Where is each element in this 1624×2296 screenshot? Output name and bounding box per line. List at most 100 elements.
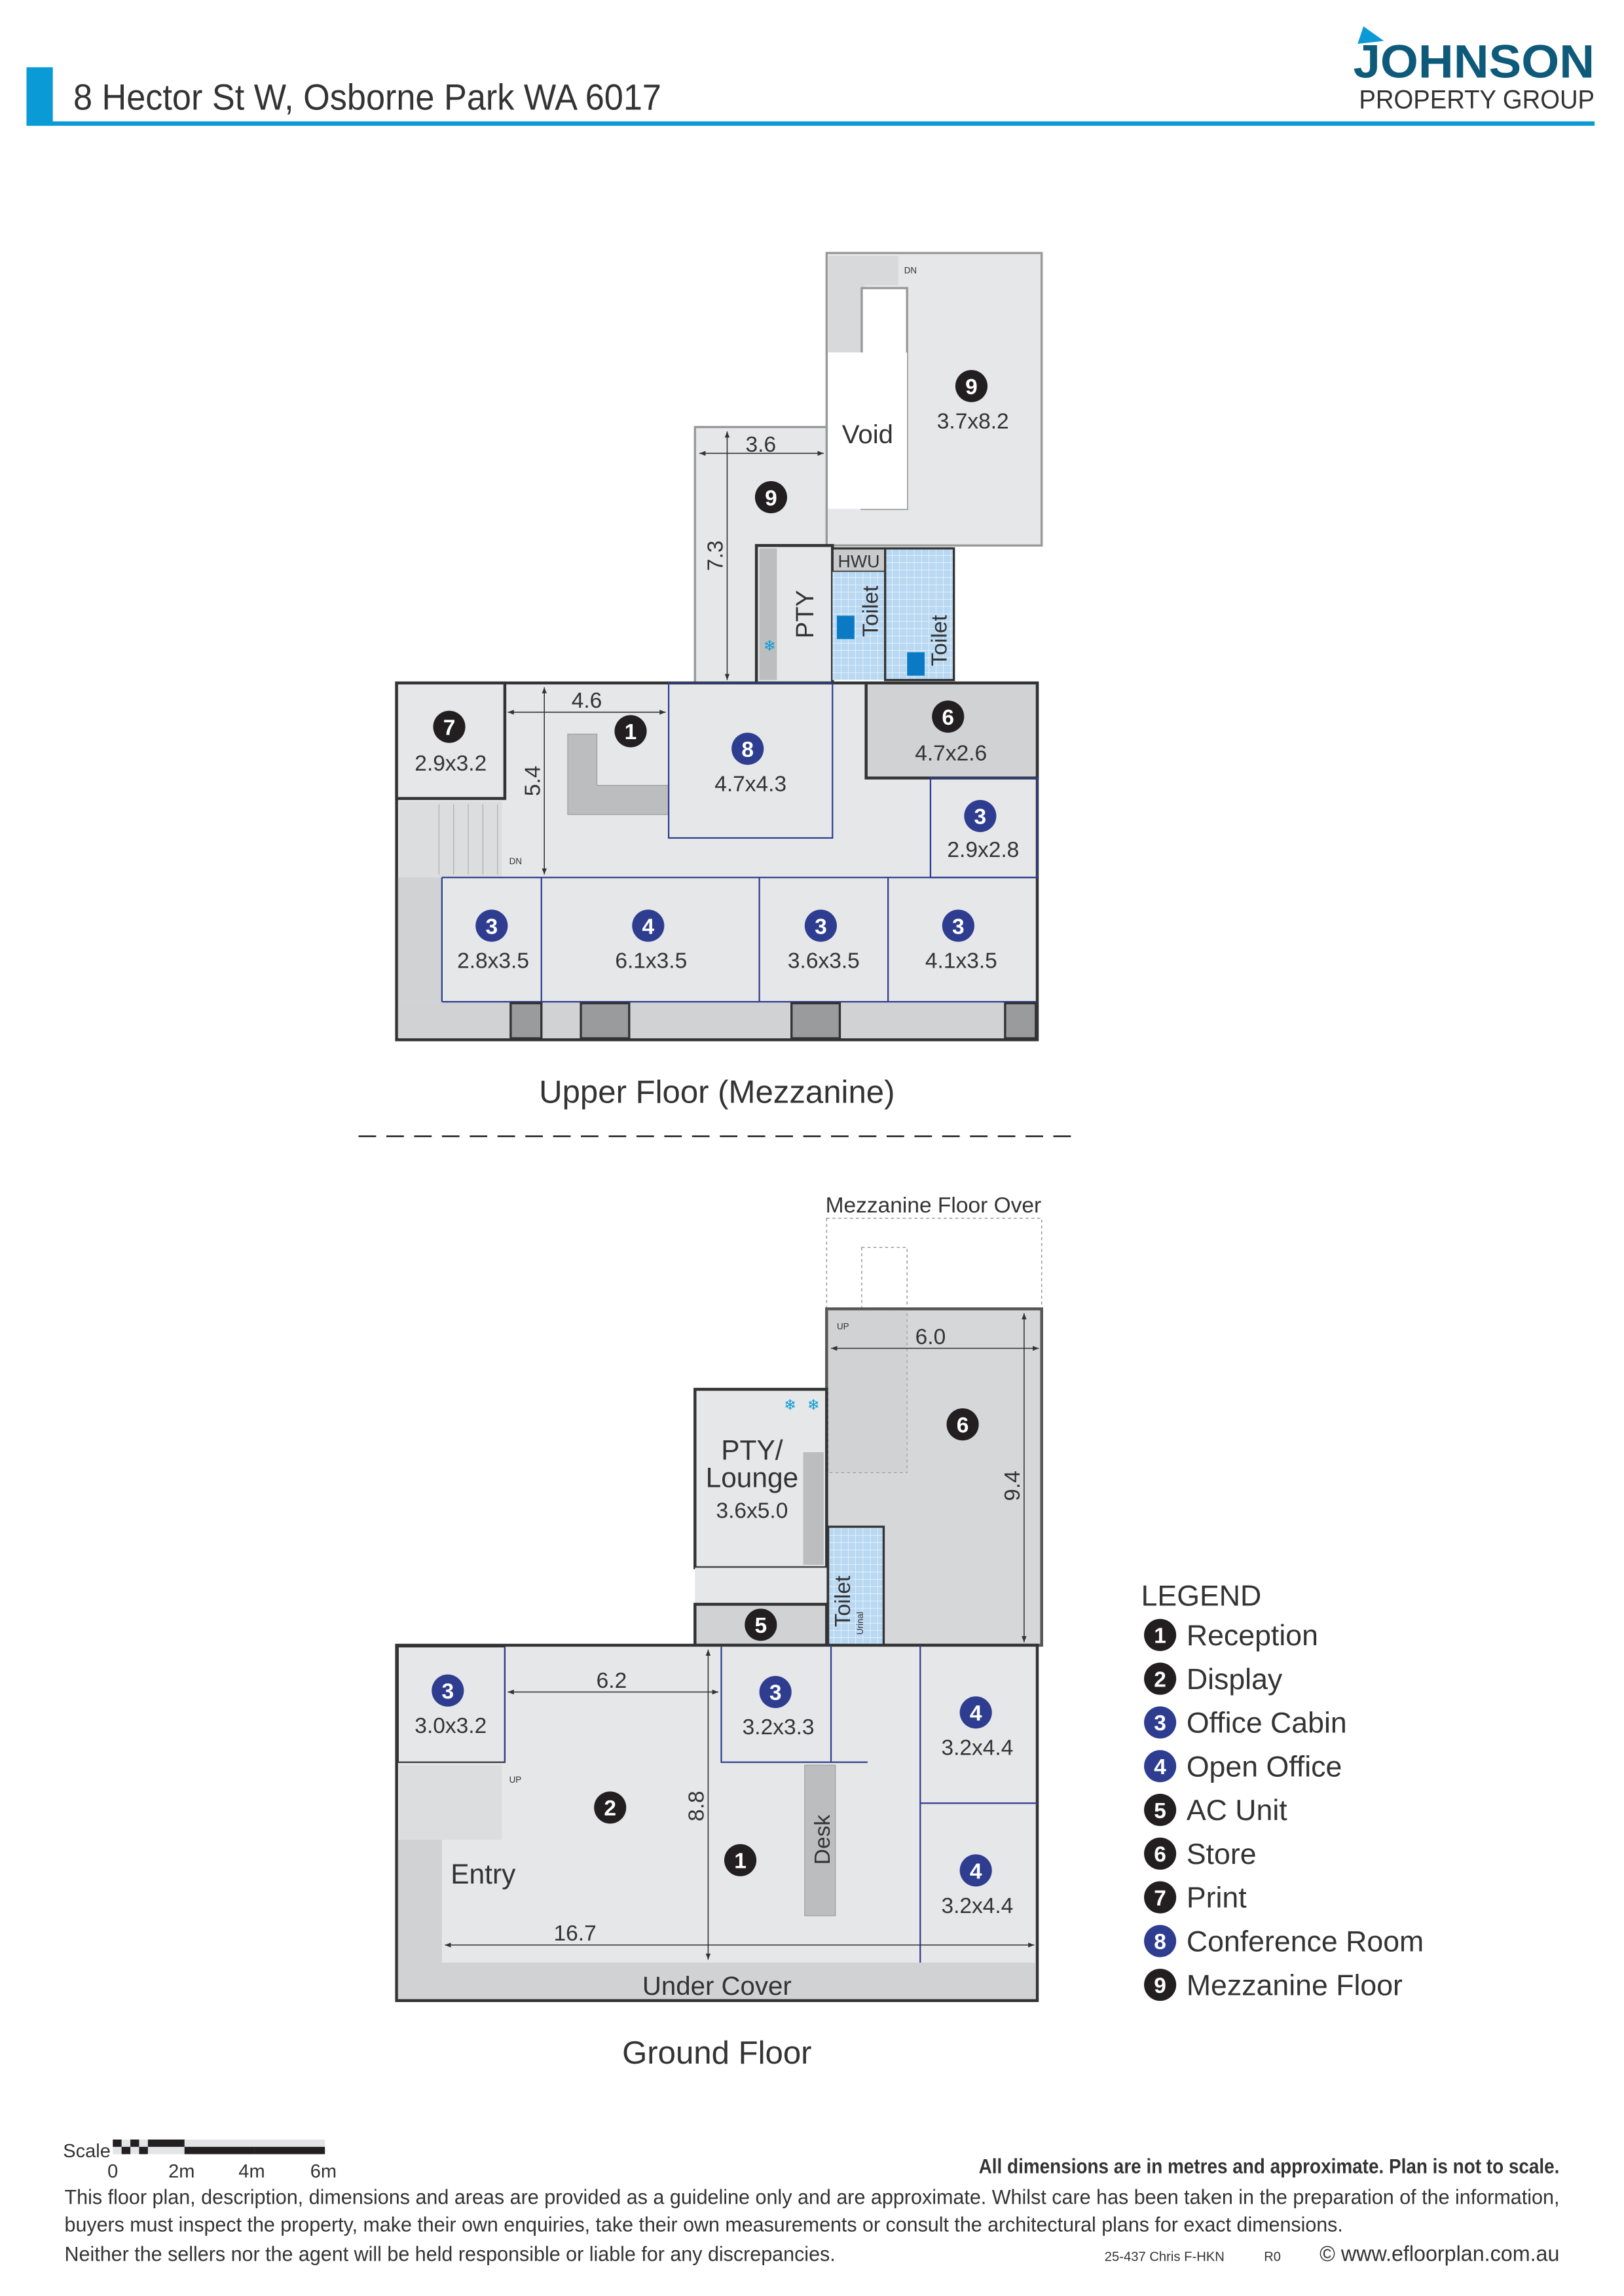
svg-text:4: 4 — [642, 915, 654, 939]
svg-text:3.6: 3.6 — [746, 433, 777, 457]
ground-floor-title: Ground Floor — [622, 2035, 811, 2071]
legend-marker — [1144, 1969, 1177, 2001]
legend-label: Print — [1187, 1882, 1247, 1914]
legend-label: Display — [1187, 1664, 1283, 1696]
svg-text:7: 7 — [443, 716, 456, 740]
svg-text:R0: R0 — [1264, 2250, 1281, 2264]
svg-text:0: 0 — [107, 2161, 118, 2182]
svg-text:4.6: 4.6 — [572, 689, 602, 713]
svg-text:3.6x3.5: 3.6x3.5 — [788, 949, 860, 974]
svg-text:4.7x2.6: 4.7x2.6 — [915, 742, 987, 766]
stairs — [828, 255, 898, 285]
disclaimer-line: buyers must inspect the property, make t… — [65, 2214, 1343, 2236]
legend-marker — [1144, 1618, 1177, 1651]
logo: JOHNSON PROPERTY GROUP — [1353, 26, 1595, 114]
svg-text:8.8: 8.8 — [685, 1791, 709, 1821]
stairs-upper — [399, 801, 502, 878]
svg-text:1: 1 — [625, 720, 637, 744]
svg-text:3: 3 — [485, 915, 498, 939]
room-marker: 9 — [955, 370, 988, 403]
room-marker: 6 — [946, 1408, 979, 1441]
scale-bar — [113, 2139, 325, 2155]
legend-label: Conference Room — [1187, 1926, 1424, 1958]
legend-number: 5 — [1154, 1799, 1166, 1823]
entry-strip — [397, 1840, 442, 1963]
room-marker: 8 — [731, 733, 764, 765]
logo-roof-icon — [1357, 26, 1384, 45]
room-marker: 3 — [475, 909, 508, 942]
svg-text:4.1x3.5: 4.1x3.5 — [925, 949, 997, 974]
fridge-icon: ❄ — [764, 638, 776, 654]
copyright-link[interactable]: © www.efloorplan.com.au — [1320, 2242, 1559, 2266]
legend-marker — [1144, 1837, 1177, 1870]
dimensions-note: All dimensions are in metres and approxi… — [979, 2155, 1560, 2178]
header: 8 Hector St W, Osborne Park WA 6017 JOHN… — [26, 26, 1595, 126]
svg-text:3.2x4.4: 3.2x4.4 — [941, 1736, 1013, 1760]
svg-text:4: 4 — [970, 1702, 982, 1726]
room-marker: 3 — [804, 909, 837, 942]
room-marker: 4 — [632, 909, 665, 942]
svg-text:3.0x3.2: 3.0x3.2 — [415, 1714, 487, 1738]
legend-label: Mezzanine Floor — [1187, 1969, 1403, 2001]
legend-label: Store — [1187, 1838, 1257, 1870]
svg-text:9: 9 — [765, 486, 777, 511]
legend-item: 4 Open Office — [1144, 1750, 1342, 1783]
svg-text:2: 2 — [604, 1796, 616, 1821]
page-title: 8 Hector St W, Osborne Park WA 6017 — [73, 77, 661, 118]
svg-text:2.9x2.8: 2.9x2.8 — [947, 838, 1019, 862]
void-lower — [828, 352, 908, 509]
room-marker: 2 — [594, 1791, 627, 1824]
svg-text:DN: DN — [904, 266, 917, 276]
room-marker: 3 — [432, 1674, 464, 1707]
svg-text:9.4: 9.4 — [1001, 1470, 1025, 1501]
room-marker: 6 — [932, 700, 965, 733]
legend-item: 5 AC Unit — [1144, 1793, 1287, 1827]
disclaimer-line: This floor plan, description, dimensions… — [65, 2185, 1560, 2208]
svg-text:Desk: Desk — [811, 1815, 835, 1865]
room-marker: 3 — [759, 1675, 792, 1709]
fridge-icon: ❄ — [807, 1396, 820, 1413]
mezzanine-floor-over — [826, 1217, 1043, 1309]
svg-text:PTY/: PTY/ — [721, 1434, 783, 1465]
room-marker: 7 — [433, 710, 466, 743]
legend-marker — [1144, 1793, 1177, 1827]
legend-marker — [1144, 1925, 1177, 1958]
svg-text:UP: UP — [509, 1775, 522, 1785]
legend-label: AC Unit — [1187, 1795, 1287, 1827]
toilet-ground — [826, 1525, 885, 1647]
legend-number: 8 — [1154, 1930, 1166, 1954]
svg-text:3: 3 — [974, 805, 987, 829]
svg-text:6.1x3.5: 6.1x3.5 — [615, 949, 687, 974]
svg-text:8: 8 — [741, 738, 754, 762]
fridge-icon: ❄ — [784, 1396, 796, 1413]
svg-text:2m: 2m — [168, 2161, 194, 2182]
svg-text:4.7x4.3: 4.7x4.3 — [714, 772, 786, 796]
svg-text:7.3: 7.3 — [704, 541, 728, 572]
room-marker: 9 — [754, 481, 788, 514]
svg-text:6m: 6m — [310, 2161, 337, 2182]
svg-text:HWU: HWU — [838, 552, 879, 572]
legend-number: 4 — [1154, 1755, 1166, 1779]
legend-number: 1 — [1154, 1624, 1166, 1649]
upper-floor-plan: Void DN 3.6 7.3 PTY ❄ HWU Toilet Toilet … — [395, 251, 1043, 1110]
header-rule — [26, 121, 1595, 126]
svg-text:PTY: PTY — [792, 590, 819, 638]
svg-text:DN: DN — [509, 856, 522, 866]
legend-item: 8 Conference Room — [1144, 1925, 1424, 1958]
svg-text:4: 4 — [970, 1859, 982, 1884]
legend-marker — [1144, 1706, 1177, 1739]
hwu — [831, 547, 887, 574]
svg-text:25-437 Chris F-HKN: 25-437 Chris F-HKN — [1105, 2250, 1225, 2264]
stairs-flight — [828, 285, 865, 353]
bottom-strip — [397, 1002, 1036, 1038]
svg-text:Toilet: Toilet — [928, 615, 952, 666]
svg-text:6: 6 — [942, 706, 954, 730]
svg-text:Void: Void — [842, 420, 893, 449]
legend-label: Open Office — [1187, 1751, 1342, 1783]
legend-number: 2 — [1154, 1667, 1166, 1692]
room-marker: 1 — [724, 1844, 757, 1876]
